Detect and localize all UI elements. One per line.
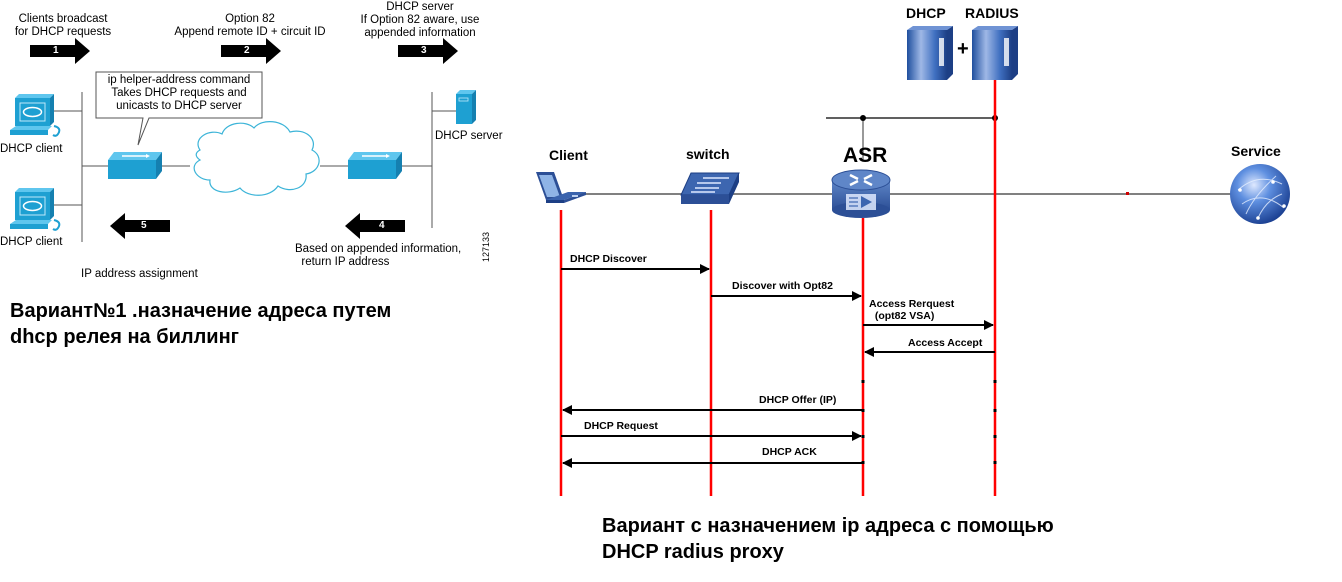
- right-caption: Вариант с назначением ip адреса с помощь…: [602, 515, 1054, 563]
- step-4-label: Based on appended information, return IP…: [295, 243, 462, 269]
- switch-icon: [348, 152, 402, 179]
- asr-label: ASR: [843, 144, 888, 167]
- step-arrow-1: [30, 38, 90, 64]
- pc-icon: [10, 94, 61, 137]
- step-1-number: 1: [53, 45, 59, 56]
- dhcp-server-label: DHCP server: [435, 130, 503, 142]
- callout-box: [95, 71, 263, 146]
- callout-text: ip helper-address command Takes DHCP req…: [107, 74, 251, 113]
- step-3-label: DHCP server If Option 82 aware, use appe…: [360, 1, 480, 40]
- message-label: DHCP ACK: [762, 446, 817, 458]
- step-arrow-4: [345, 213, 405, 239]
- switch-icon: [108, 152, 162, 179]
- step-2-label: Option 82 Append remote ID + circuit ID: [174, 13, 326, 39]
- dhcp-server-label: DHCP: [906, 5, 946, 21]
- step-arrow-2: [221, 38, 281, 64]
- message-label: DHCP Offer (IP): [759, 394, 837, 406]
- service-label: Service: [1231, 143, 1281, 159]
- message-arrows: [561, 264, 995, 468]
- plus-sign: +: [957, 38, 969, 60]
- network-cloud-icon: [193, 121, 320, 196]
- message-label: Access Rerquest (opt82 VSA): [869, 298, 955, 323]
- step-1-label: Clients broadcast for DHCP requests: [14, 13, 112, 39]
- step-5-number: 5: [141, 220, 147, 231]
- step-2-number: 2: [244, 45, 250, 56]
- dhcp-server-icon: [907, 26, 953, 80]
- client-label: Client: [549, 147, 588, 163]
- dhcp-client-1-label: DHCP client: [0, 143, 63, 155]
- pc-icon: [10, 188, 61, 231]
- globe-icon: [1230, 164, 1290, 224]
- figure-id: 127133: [481, 232, 491, 262]
- junction-dot: [860, 115, 866, 121]
- server-icon: [456, 90, 476, 124]
- switch-icon: [680, 172, 740, 204]
- step-arrow-3: [398, 38, 458, 64]
- router-icon: [831, 169, 891, 218]
- dhcp-client-2-label: DHCP client: [0, 236, 63, 248]
- message-label: Access Accept: [908, 337, 983, 349]
- step-5-label: IP address assignment: [81, 268, 198, 280]
- switch-label: switch: [686, 146, 730, 162]
- step-3-number: 3: [421, 45, 427, 56]
- step-arrow-5: [110, 213, 170, 239]
- left-diagram: 127133: [10, 38, 491, 262]
- radius-server-label: RADIUS: [965, 5, 1019, 21]
- message-label: DHCP Discover: [570, 253, 647, 265]
- message-label: DHCP Request: [584, 420, 658, 432]
- radius-server-icon: [972, 26, 1018, 80]
- message-label: Discover with Opt82: [732, 280, 833, 292]
- right-diagram: [536, 26, 1290, 496]
- left-caption: Вариант№1 .назначение адреса путем dhcp …: [10, 300, 392, 348]
- step-4-number: 4: [379, 220, 385, 231]
- laptop-icon: [536, 172, 586, 203]
